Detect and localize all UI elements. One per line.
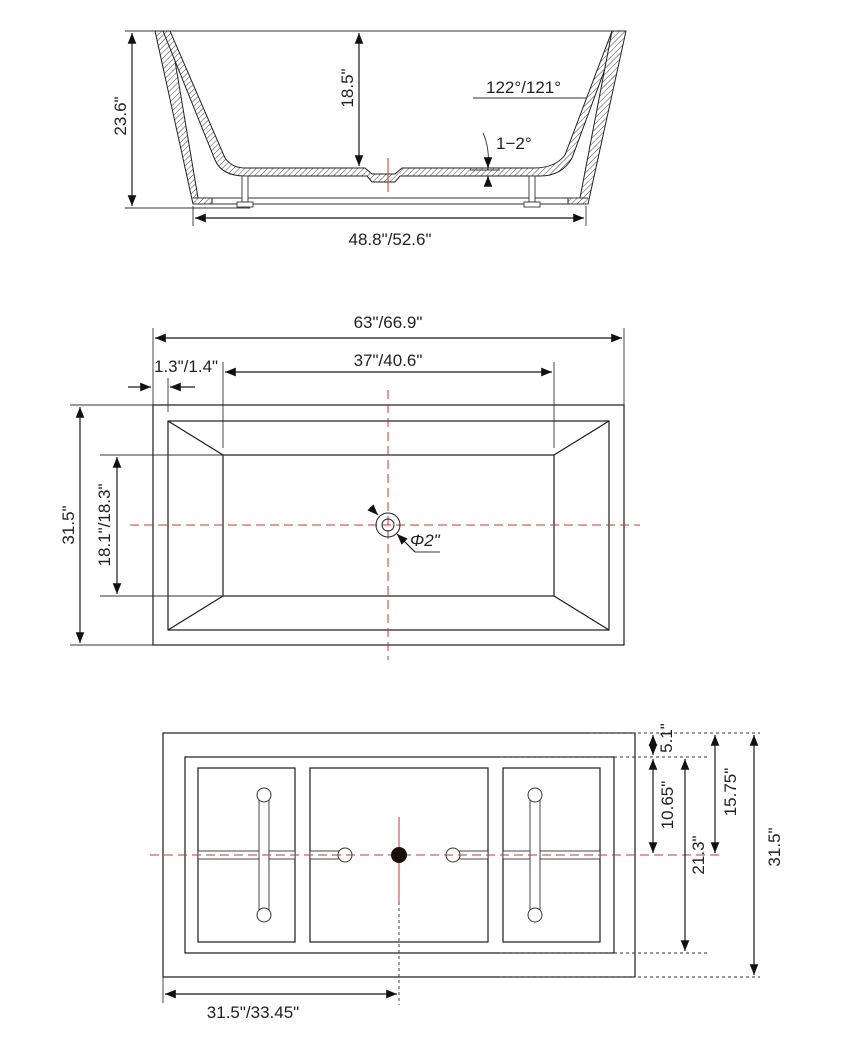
tub-leg-right: [523, 175, 541, 208]
top-view: Φ2" 63"/66.9" 37"/40.6" 1.3"/1.4" 31.5" …: [59, 313, 640, 660]
drain-offset-label: 31.5"/33.45": [207, 1003, 299, 1022]
overall-height-label: 23.6": [111, 96, 130, 135]
edge-offset-label: 5.1": [657, 723, 676, 753]
inner-depth-label: 18.5": [338, 68, 357, 107]
outer-to-center-label: 15.75": [721, 768, 740, 817]
overall-length-label: 63"/66.9": [354, 313, 423, 332]
base-length-label: 48.8"/52.6": [349, 230, 432, 249]
top-overall-width-label: 31.5": [59, 505, 78, 544]
tub-leg-left: [236, 175, 254, 208]
floor-slope-label: 1−2°: [496, 134, 532, 153]
bottom-length-label: 37"/40.6": [354, 351, 423, 370]
drain-diameter-label: Φ2": [410, 531, 441, 550]
bottom-width-label: 18.1"/18.3": [95, 484, 114, 567]
drain-top: Φ2": [367, 504, 441, 553]
bottom-overall-width-label: 31.5": [765, 827, 784, 866]
wall-angle-label: 122°/121°: [486, 78, 561, 97]
bottom-view: 5.1" 10.65" 21.3" 15.75" 31.5" 31.5"/33.…: [150, 723, 784, 1022]
drain-bottom: [391, 847, 407, 863]
frame-to-center-label: 10.65": [658, 781, 677, 830]
side-view: 23.6" 18.5" 122°/121° 1−2° 48.8"/52.6": [111, 30, 627, 249]
frame-width-label: 21.3": [689, 835, 708, 874]
rim-width-label: 1.3"/1.4": [154, 357, 218, 376]
